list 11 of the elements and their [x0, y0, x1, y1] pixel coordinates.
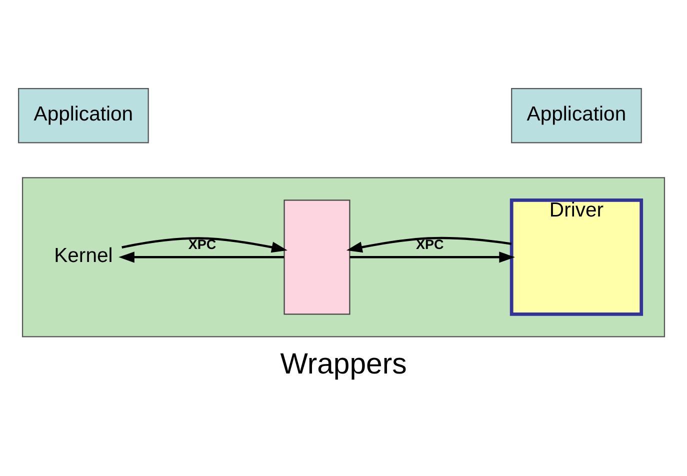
node-box: Application — [511, 88, 642, 144]
node-box: Driver — [510, 198, 644, 316]
arrow — [118, 252, 284, 263]
edge-label: XPC — [188, 236, 216, 252]
edge-label: XPC — [416, 236, 444, 252]
caption: Wrappers — [280, 348, 407, 381]
node-box: Application — [18, 88, 149, 144]
arrow — [122, 237, 288, 253]
node-box — [284, 200, 350, 315]
arrow — [350, 252, 515, 263]
arrow — [346, 236, 512, 253]
